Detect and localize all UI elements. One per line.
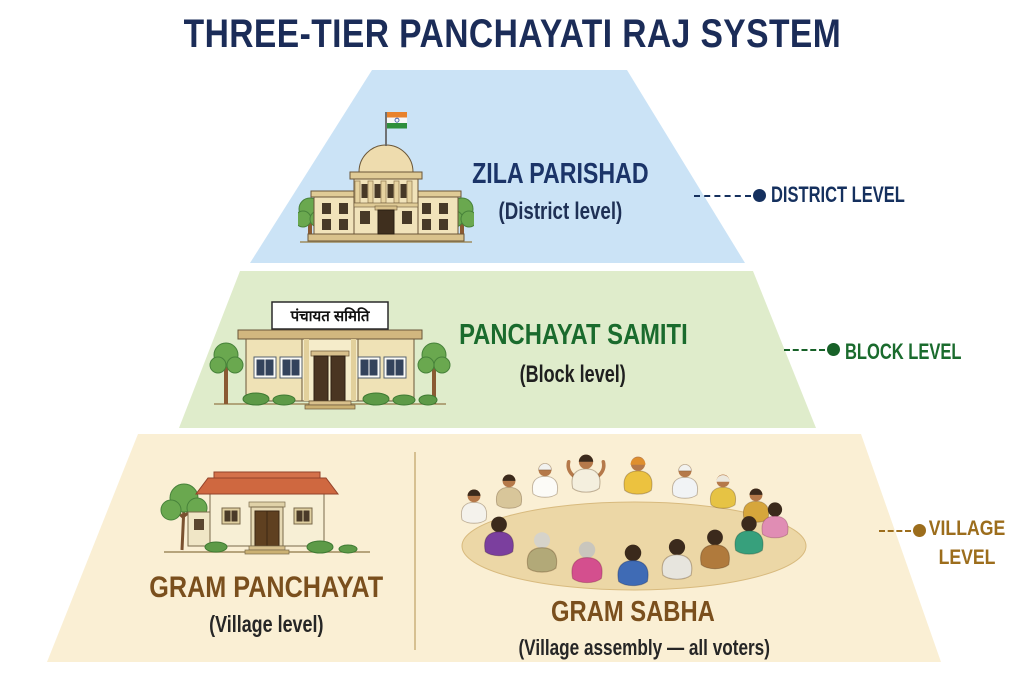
village-side-label: VILLAGE LEVEL [928, 517, 1006, 570]
villager [484, 516, 514, 557]
window-icon [221, 507, 313, 525]
roof [195, 477, 339, 495]
gram-sabha-label: GRAM SABHA (Village assembly — all voter… [483, 596, 783, 661]
village-house-icon [160, 471, 370, 555]
gram-sabha-sublabel: (Village assembly — all voters) [518, 635, 770, 660]
district-tier-label: ZILA PARISHAD (District level) [410, 158, 710, 226]
tree-icon [160, 483, 208, 551]
tree-icon [209, 342, 244, 404]
gram-sabha-name: GRAM SABHA [551, 596, 715, 628]
village-connector [879, 524, 926, 537]
gram-panchayat-name: GRAM PANCHAYAT [149, 571, 383, 604]
villager [671, 463, 699, 499]
zila-parishad-name: ZILA PARISHAD [471, 158, 649, 190]
district-connector [694, 189, 766, 202]
panchayat-samiti-name: PANCHAYAT SAMITI [458, 319, 688, 351]
bushes [242, 392, 438, 406]
building-sign-text: पंचायत समिति [290, 307, 371, 325]
gram-panchayat-sublabel: (Village level) [208, 611, 324, 637]
block-connector [784, 343, 840, 356]
connector-dot [827, 343, 840, 356]
connector-dot [913, 524, 926, 537]
village-assembly-people-icon [460, 454, 807, 591]
block-tier-label: PANCHAYAT SAMITI (Block level) [423, 319, 723, 389]
villager [623, 456, 653, 495]
connector-dash [784, 348, 825, 351]
villager-speaker [566, 454, 606, 493]
page-title: THREE-TIER PANCHAYATI RAJ SYSTEM [0, 12, 1024, 57]
connector-dash [879, 529, 911, 532]
building-sign: पंचायत समिति [271, 301, 389, 330]
villager [734, 516, 764, 555]
connector-dot [753, 189, 766, 202]
building-dome [358, 144, 414, 173]
villager [709, 474, 737, 509]
villager [700, 529, 730, 570]
village-section-divider [414, 452, 416, 650]
villager [460, 489, 488, 524]
connector-dash [694, 194, 751, 197]
tree-icon [417, 342, 451, 404]
india-flag-icon [385, 112, 407, 146]
block-side-label: BLOCK LEVEL [845, 339, 962, 364]
gram-panchayat-label: GRAM PANCHAYAT (Village level) [116, 571, 416, 638]
villager [661, 539, 693, 580]
block-office-building-icon: पंचायत समिति [209, 301, 451, 410]
villager [531, 462, 559, 498]
district-sublabel: (District level) [498, 198, 622, 225]
bushes [204, 540, 358, 554]
villager [526, 532, 558, 573]
page-title-text: THREE-TIER PANCHAYATI RAJ SYSTEM [183, 12, 841, 56]
villager [571, 541, 603, 584]
district-government-building-icon [298, 112, 474, 243]
block-sublabel: (Block level) [519, 361, 627, 388]
district-side-label: DISTRICT LEVEL [771, 182, 905, 207]
villager [761, 502, 789, 539]
window-icon [253, 356, 407, 379]
villager [495, 474, 523, 509]
villager [617, 544, 649, 587]
